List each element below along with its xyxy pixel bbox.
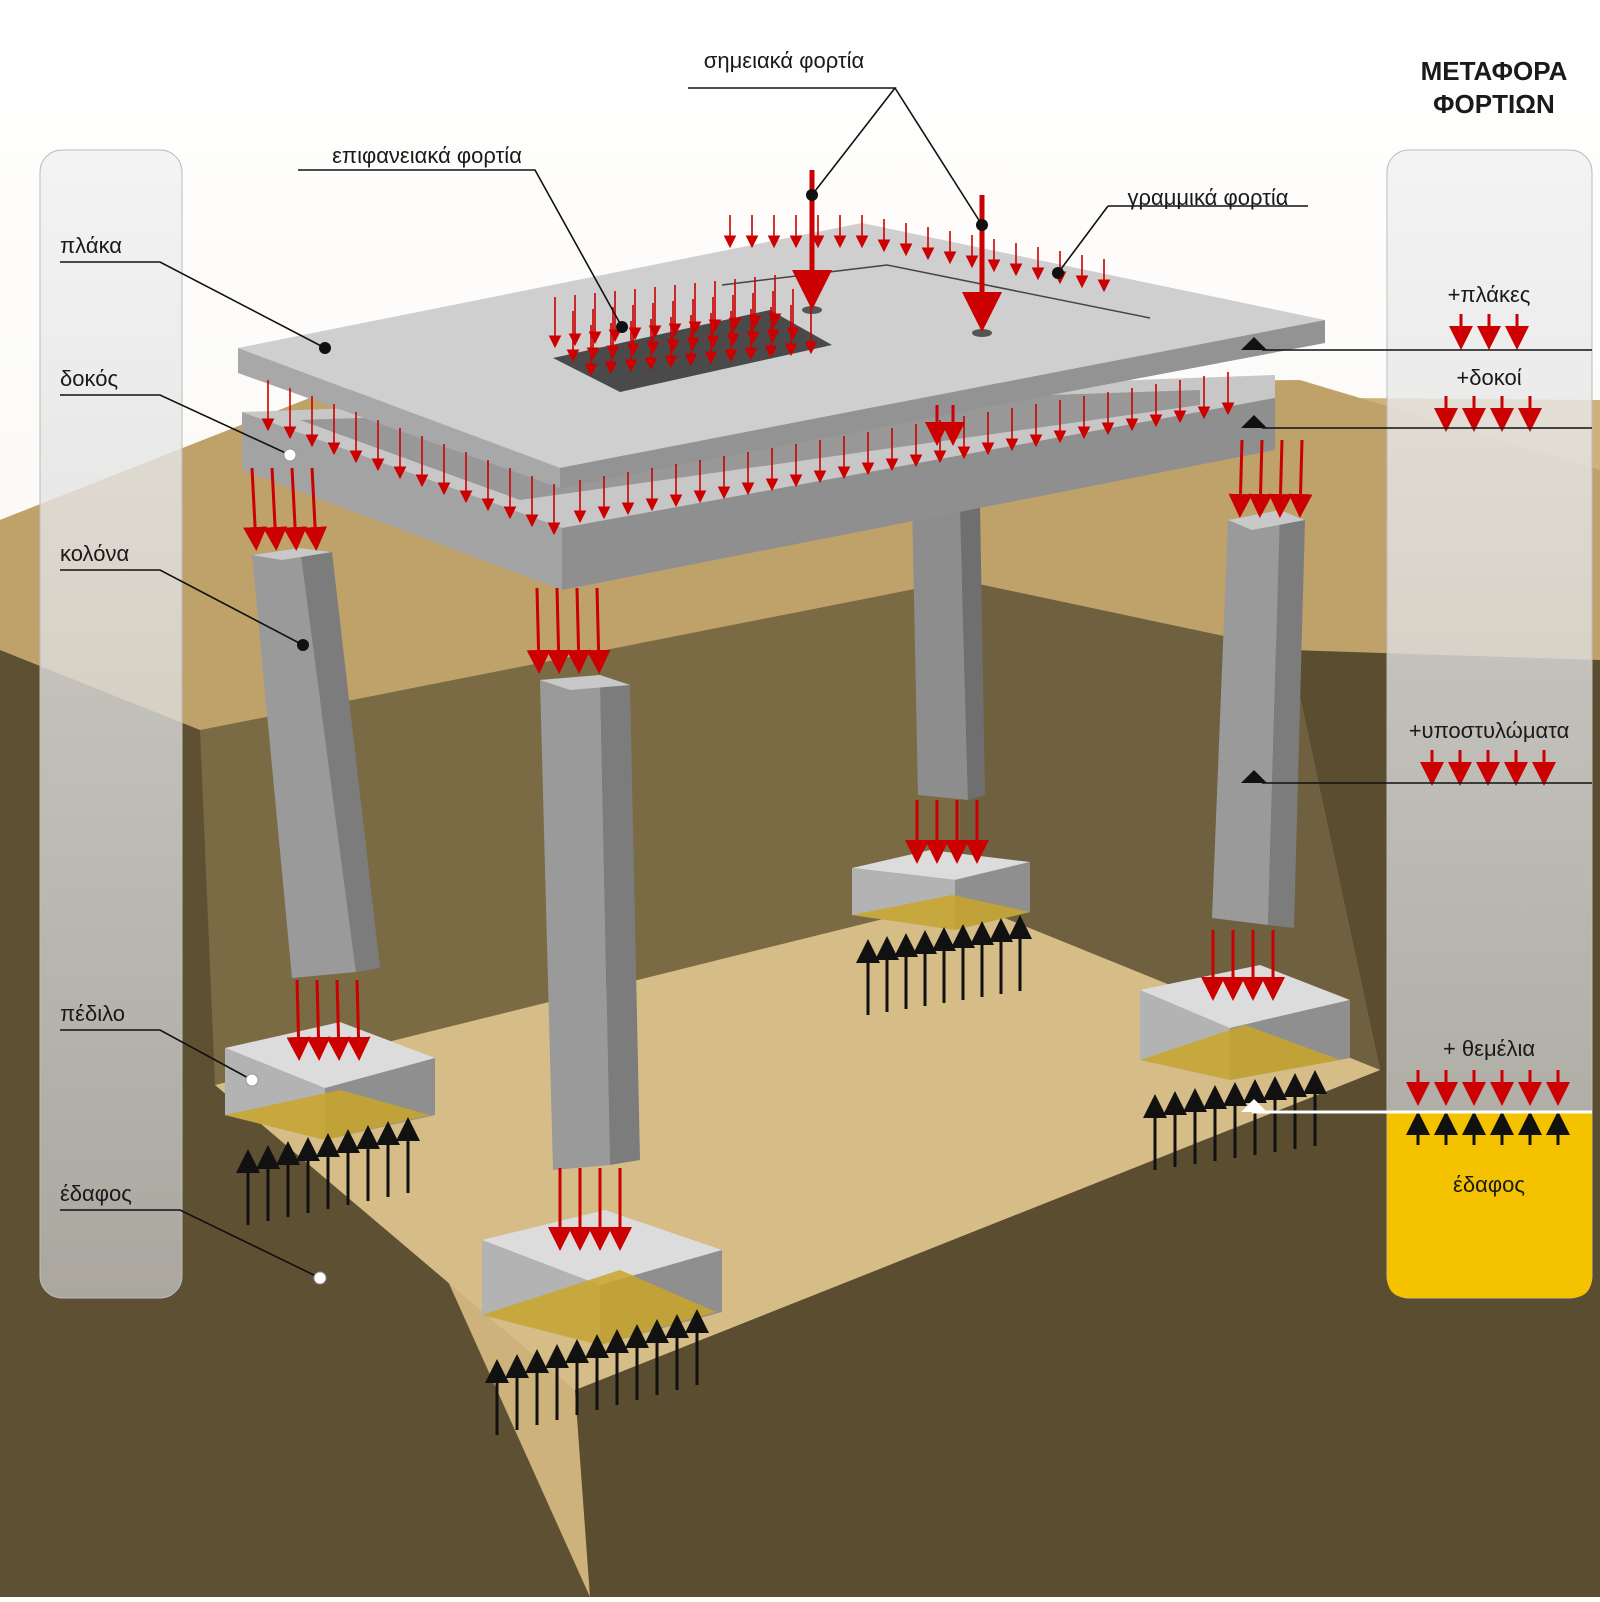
label-slab: πλάκα [60,233,122,258]
right-label-foundations: + θεμέλια [1443,1036,1535,1061]
earth-block [0,380,1600,1597]
load-arrow-113 [306,979,331,1061]
load-arrow-115 [346,979,371,1061]
load-arrow-109 [1288,439,1313,518]
load-arrow-100 [283,467,308,551]
label-beam: δοκός [60,366,118,391]
load-arrows [236,170,1570,1435]
right-label-soil: έδαφος [1453,1172,1525,1197]
load-arrow-105 [586,587,611,674]
load-arrow-107 [1248,439,1273,518]
load-arrow-102 [526,587,551,674]
title-line-1: ΜΕΤΑΦΟΡΑ [1421,56,1568,86]
point-load-mark-1 [802,306,822,314]
footing-back-right [852,850,1030,930]
load-arrow-98 [243,467,268,551]
load-arrow-108 [1268,439,1293,518]
right-label-beams: +δοκοί [1456,365,1521,390]
load-arrow-106 [1228,439,1253,518]
surface-load-area [553,310,832,392]
label-column: κολόνα [60,541,129,566]
leader-dots [245,189,1267,1285]
left-panel [39,149,183,1299]
label-point-loads: σημειακά φορτία [704,48,865,73]
leader-lines [60,87,1592,1279]
label-line-loads: γραμμικά φορτία [1127,185,1288,210]
load-arrow-114 [326,979,351,1061]
load-arrow-103 [546,587,571,674]
right-panel-soil-fill [1387,1112,1592,1298]
column-back-right [912,500,985,800]
load-arrow-112 [286,979,311,1061]
right-label-columns: +υποστυλώματα [1409,718,1570,743]
title-line-2: ΦΟΡΤΙΩΝ [1433,89,1555,119]
label-surface-loads: επιφανειακά φορτία [332,143,522,168]
load-arrow-101 [303,467,328,551]
label-soil: έδαφος [60,1181,132,1206]
column-back-left [252,548,380,978]
point-load-mark-2 [972,329,992,337]
slab [238,223,1325,488]
load-arrow-99 [263,467,288,551]
load-arrow-104 [566,587,591,674]
line-load-line [721,264,1151,319]
column-front-left [540,675,640,1170]
column-front-right [1212,510,1305,928]
right-label-slabs: +πλάκες [1448,282,1531,307]
label-footing: πέδιλο [60,1001,125,1026]
